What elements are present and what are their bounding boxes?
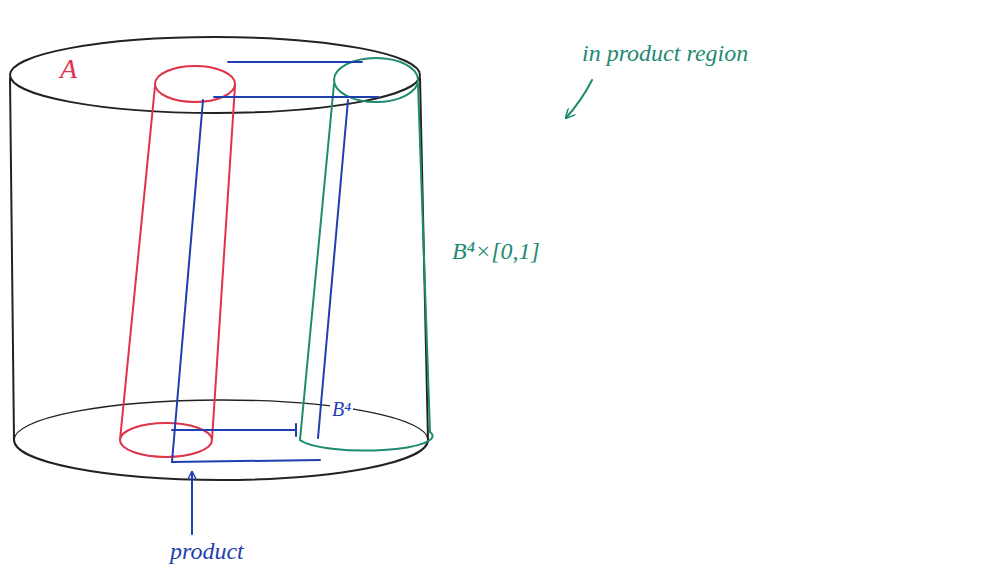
band-green-side [318, 100, 348, 438]
outer-left-side [10, 78, 14, 440]
annotation-note: product [168, 538, 246, 564]
green-tube-right [418, 84, 430, 432]
red-tube-left [120, 86, 155, 440]
ball-label: B⁴ [330, 398, 353, 420]
label-holder: B⁴×[0,1] [450, 238, 542, 264]
label-holder: product [168, 538, 246, 564]
label-holder: B⁴ [330, 398, 353, 420]
red-tube-right [212, 86, 235, 440]
outer-top-ellipse [10, 37, 420, 113]
label-holder: A [58, 54, 79, 85]
green-tube-left [300, 84, 334, 440]
region-label: A [58, 54, 79, 85]
space-label: B⁴×[0,1] [450, 238, 542, 264]
red-tube-bottom [120, 423, 212, 457]
pointer-arrow [191, 472, 193, 534]
band-bottom-edge [172, 429, 296, 431]
band-bottom-edge [172, 460, 320, 462]
outer-bottom-back [14, 400, 428, 440]
outer-bottom-front [14, 440, 428, 480]
band-red-side [172, 100, 203, 462]
green-tube-top [334, 58, 418, 102]
band-top-edge [228, 61, 362, 63]
pointer-arrow [566, 80, 592, 118]
annotation-note: in product region [580, 40, 750, 66]
green-tube-bottom [300, 432, 433, 451]
label-holder: in product region [580, 40, 750, 66]
band-tick [295, 424, 297, 436]
band-top-edge [214, 96, 378, 98]
